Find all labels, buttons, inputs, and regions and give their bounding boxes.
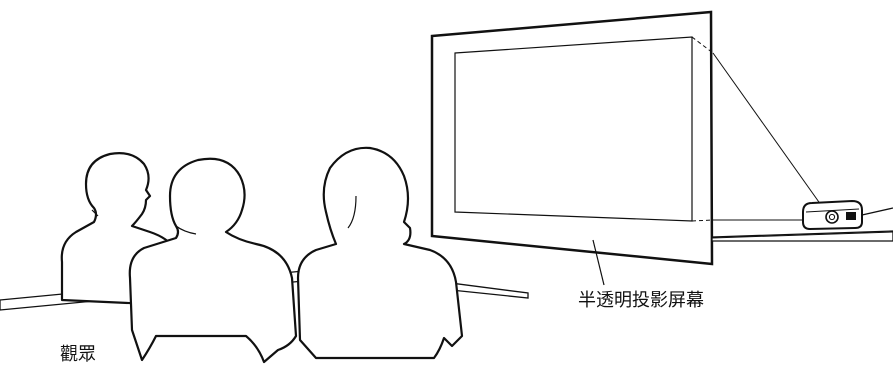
audience-label: 觀眾 [60, 344, 96, 365]
projection-beam [691, 36, 827, 222]
beam-line-bottom-dashed [691, 219, 714, 222]
beam-line-top-dashed [691, 36, 714, 54]
audience-person-3 [296, 146, 464, 360]
screen-leader-line [592, 239, 605, 286]
translucent-screen [430, 10, 714, 266]
screen-label: 半透明投影屏幕 [578, 290, 704, 311]
projector-icon [711, 199, 893, 242]
audience-person-2 [128, 157, 298, 364]
projector-cable [861, 207, 893, 216]
beam-line-top [712, 52, 827, 213]
screen-inner-surface [454, 36, 693, 222]
audience-silhouettes [60, 146, 464, 364]
